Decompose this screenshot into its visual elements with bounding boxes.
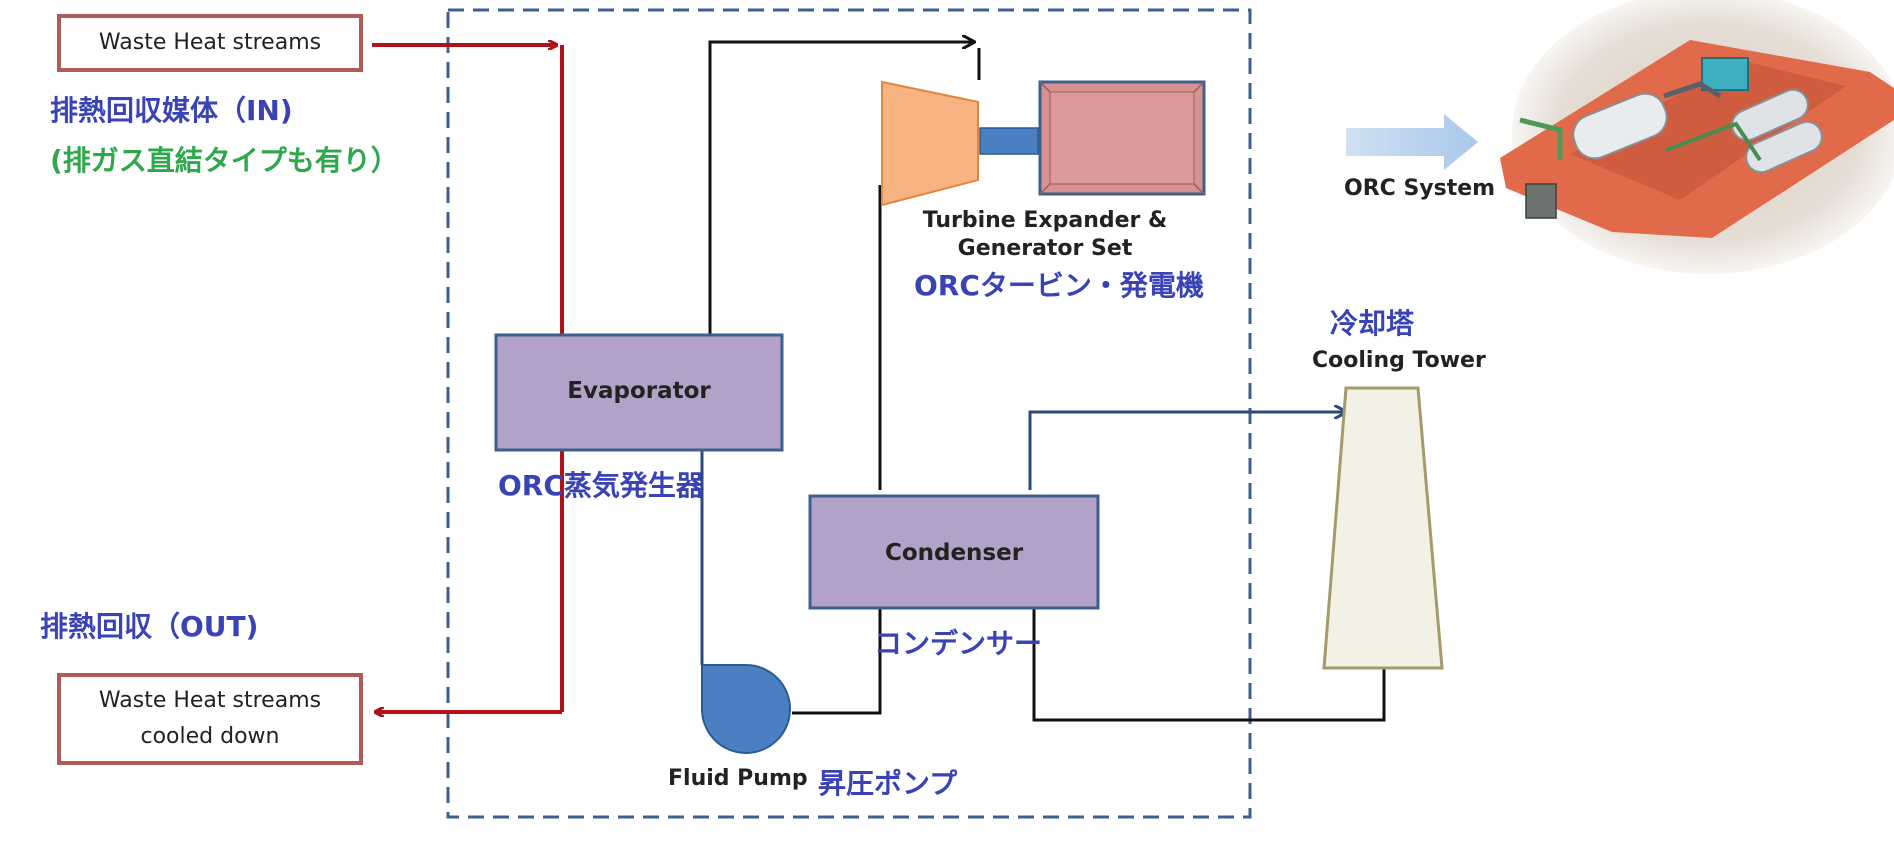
orc-system-arrow — [1346, 114, 1478, 170]
orc-illustration-cabinet — [1525, 183, 1557, 219]
orc-system-label: ORC System — [1344, 176, 1496, 201]
waste-heat-in-label: Waste Heat streams — [98, 30, 322, 55]
in-jp-label: 排熱回収媒体（IN) — [50, 94, 293, 127]
generator-bevel-3 — [1039, 183, 1051, 195]
cooling-tower-label: Cooling Tower — [1312, 348, 1486, 373]
cooling-water-out-line — [1028, 412, 1346, 490]
evaporator-label: Evaporator — [567, 378, 711, 404]
cooling-tower-shape — [1322, 386, 1444, 670]
vapor-line — [708, 42, 974, 335]
orc-illustration-pipe-2 — [1663, 81, 1722, 99]
waste-heat-out-label-2: cooled down — [140, 724, 280, 749]
generator-inner — [1049, 91, 1195, 185]
turbine-label-2: Generator Set — [957, 236, 1133, 261]
orc-illustration-generator — [1701, 57, 1749, 91]
pump-label: Fluid Pump — [668, 766, 808, 791]
turbine-exhaust-line — [878, 48, 981, 490]
orc-illustration-vessel — [1572, 92, 1668, 160]
orc-system-illustration — [1500, 0, 1894, 274]
cooling-water-return-line — [1032, 608, 1386, 722]
turbine-shape — [881, 80, 979, 207]
orc-illustration-tank-2 — [1745, 120, 1823, 174]
pump-shape — [700, 664, 791, 754]
turbine-jp-label: ORCタービン・発電機 — [914, 269, 1204, 302]
out-jp-label: 排熱回収（OUT) — [40, 610, 259, 643]
turbine-label-1: Turbine Expander & — [922, 208, 1168, 233]
waste-heat-in-box: Waste Heat streams — [57, 14, 363, 72]
evaporator-box — [494, 333, 784, 452]
orc-illustration-tank-1 — [1731, 88, 1809, 142]
condenser-label: Condenser — [884, 540, 1024, 566]
evaporator-jp-label: ORC蒸気発生器 — [498, 469, 704, 502]
cooling-tower-jp-label: 冷却塔 — [1330, 307, 1415, 340]
waste-heat-out-label-1: Waste Heat streams — [98, 688, 322, 713]
pump-jp-label: 昇圧ポンプ — [818, 767, 958, 800]
condenser-jp-label: コンデンサー — [874, 627, 1043, 660]
condenser-box — [808, 494, 1100, 610]
generator-bevel — [1039, 81, 1051, 93]
turbine-shaft — [979, 127, 1039, 155]
generator-bevel-2 — [1193, 81, 1205, 93]
orc-illustration-pipe-1 — [1519, 117, 1563, 160]
orc-illustration-pipe-3 — [1665, 121, 1762, 162]
condensate-line — [792, 608, 882, 715]
waste-heat-out-box: Waste Heat streams cooled down — [57, 673, 363, 765]
in-note-jp-label: (排ガス直結タイプも有り） — [50, 144, 399, 177]
generator-bevel-4 — [1193, 183, 1205, 195]
